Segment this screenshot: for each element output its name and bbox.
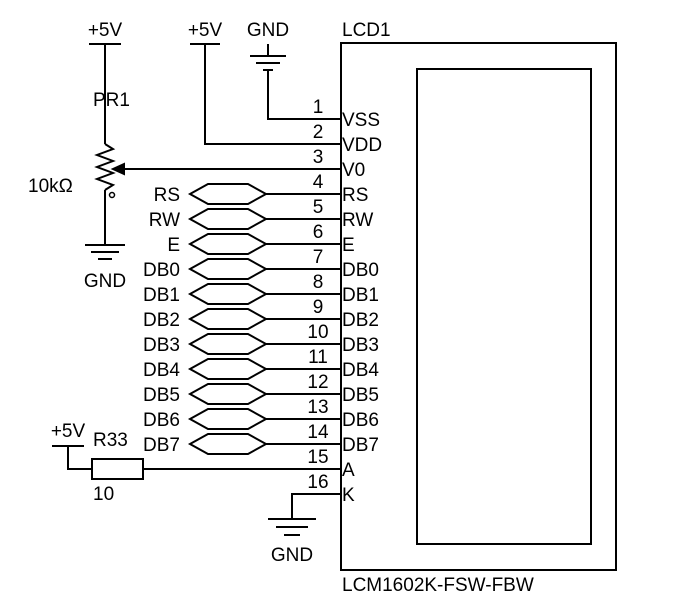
pin-name: A [342, 460, 355, 481]
bus-flag [187, 183, 269, 205]
pin-number: 10 [307, 322, 328, 343]
pin-number: 1 [313, 97, 324, 118]
vss-ground-net: GND [247, 20, 341, 120]
pin-name: DB4 [342, 360, 379, 381]
pin-name: RS [342, 185, 368, 206]
pin-name: DB0 [342, 260, 379, 281]
bus-flag [187, 233, 269, 255]
bus-label: RW [149, 210, 180, 231]
vss-wire-2 [267, 70, 341, 120]
bus-flag [187, 433, 269, 455]
bus-flag [187, 333, 269, 355]
lcd-part-label: LCM1602K-FSW-FBW [342, 575, 534, 596]
pin-number: 14 [307, 422, 329, 443]
bus-label: DB1 [143, 285, 180, 306]
pin-name: DB2 [342, 310, 379, 331]
bus-flag [187, 258, 269, 280]
r33-wire-left [67, 446, 92, 470]
bus-label: DB6 [143, 410, 180, 431]
k-ground-net: GND [268, 493, 341, 566]
pin-number: 13 [307, 397, 328, 418]
pin-name: VDD [342, 135, 382, 156]
bus-label: DB4 [143, 360, 180, 381]
pin-number: 9 [313, 297, 324, 318]
bus-label: RS [154, 185, 180, 206]
pot-pin-dot [108, 191, 116, 199]
pot-value-label: 10kΩ [28, 176, 73, 197]
r33-body [91, 458, 144, 480]
bus-label: DB5 [143, 385, 180, 406]
vdd-supply-label: +5V [188, 20, 223, 41]
pot-resistor-zigzag [94, 143, 116, 191]
lcd-ref-label: LCD1 [342, 20, 391, 41]
pin-number: 11 [308, 347, 328, 368]
bus-flag [187, 408, 269, 430]
pin-name: DB5 [342, 385, 379, 406]
r33-supply-label: +5V [51, 421, 86, 442]
bus-flag [187, 308, 269, 330]
pin-name: K [342, 485, 355, 506]
r33-ref-label: R33 [93, 430, 128, 451]
bus-label: DB0 [143, 260, 180, 281]
pin-name: DB7 [342, 435, 379, 456]
pin-name: RW [342, 210, 373, 231]
r33-value-label: 10 [93, 484, 114, 505]
pot-ground-label: GND [84, 271, 126, 292]
pot-ref-label: PR1 [93, 90, 130, 111]
pin-number: 8 [313, 272, 324, 293]
pin-number: 4 [313, 172, 324, 193]
pin-name: E [342, 235, 355, 256]
backlight-resistor: +5V R33 10 [51, 421, 341, 505]
lcd-outline [340, 42, 617, 571]
lcd-module: LCD1 LCM1602K-FSW-FBW [340, 20, 617, 596]
bus-flag [187, 208, 269, 230]
vdd-supply-net: +5V [188, 20, 341, 145]
bus-label: DB3 [143, 335, 180, 356]
bus-label: E [167, 235, 180, 256]
pin-name: DB1 [342, 285, 379, 306]
pin-number: 16 [307, 472, 328, 493]
k-ground-label: GND [271, 545, 313, 566]
bus-flag [187, 283, 269, 305]
pin-number: 2 [313, 122, 324, 143]
pin-number: 5 [313, 197, 324, 218]
pin-number: 7 [313, 247, 324, 268]
pot-wiper-arrow [110, 162, 125, 176]
vss-ground-label: GND [247, 20, 289, 41]
pot-supply-label: +5V [88, 20, 123, 41]
pin-number: 15 [307, 447, 328, 468]
potentiometer: +5V PR1 10kΩ GND [28, 20, 341, 292]
lcd-screen [416, 68, 592, 545]
bus-label: DB7 [143, 435, 180, 456]
vdd-wire [204, 44, 341, 145]
pin-number: 12 [307, 372, 328, 393]
pin-name: V0 [342, 160, 365, 181]
pin-name: VSS [342, 110, 380, 131]
pin-number: 3 [313, 147, 324, 168]
pin-name: DB6 [342, 410, 379, 431]
bus-flag [187, 358, 269, 380]
pin-number: 6 [313, 222, 324, 243]
k-wire [291, 493, 341, 519]
pin-name: DB3 [342, 335, 379, 356]
bus-flag [187, 383, 269, 405]
bus-label: DB2 [143, 310, 180, 331]
